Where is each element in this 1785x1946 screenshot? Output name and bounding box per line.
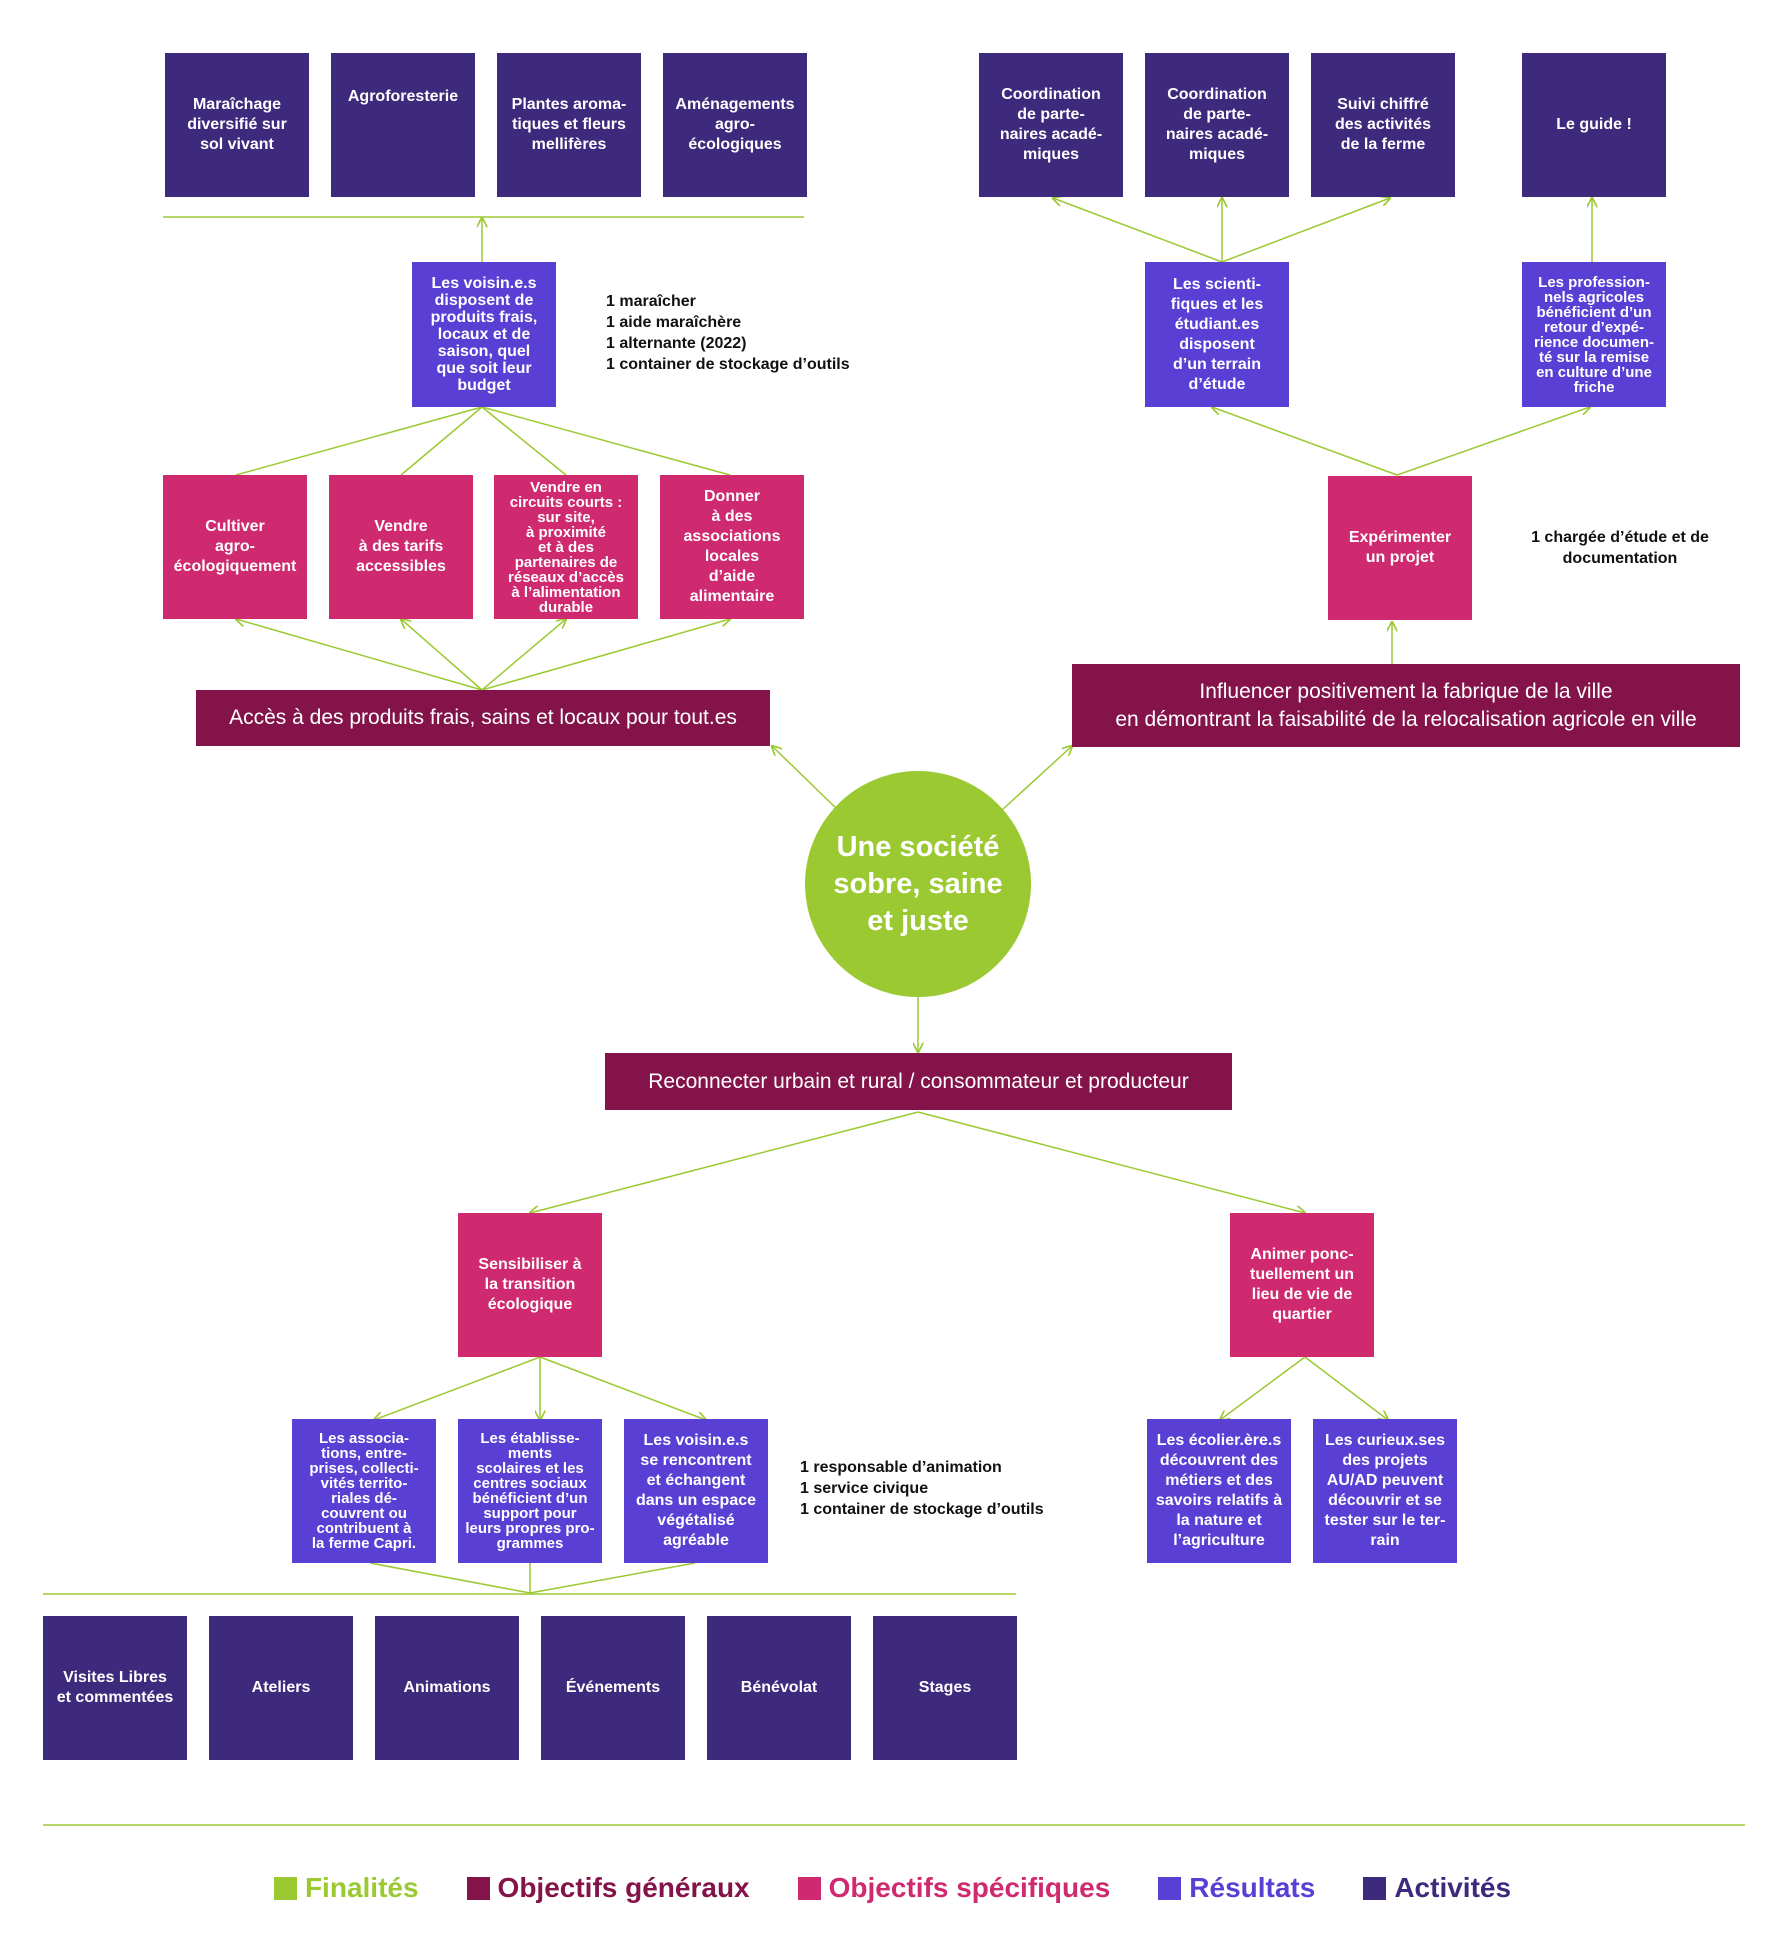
legend-swatch-objectifs-generaux: [466, 1876, 490, 1900]
legend-swatch-resultats: [1158, 1876, 1182, 1900]
activity-benevolat: Bénévolat: [707, 1616, 851, 1760]
specific-vendre-circuits: Vendre en circuits courts : sur site, à …: [494, 475, 638, 619]
activity-suivi-chiffre: Suivi chiffré des activités de la ferme: [1311, 53, 1455, 197]
note-etude-resources: 1 chargée d’étude et de documentation: [1531, 529, 1709, 567]
activity-le-guide: Le guide !: [1522, 53, 1666, 197]
note-animation-resources: 1 responsable d’animation 1 service civi…: [800, 1459, 1044, 1518]
connector-experimenter-professionnels: [1396, 407, 1590, 476]
activity-coordination-2: Coordination de parte- naires acadé- miq…: [1145, 53, 1289, 197]
legend-label-objectifs-specifiques: Objectifs spécifiques: [828, 1872, 1111, 1903]
result-voisins-produits: Les voisin.e.s disposent de produits fra…: [412, 262, 556, 407]
connector-voisins-activities: [529, 1562, 696, 1594]
result-professionnels: Les profession- nels agricoles bénéficie…: [1522, 262, 1666, 407]
activity-ateliers: Ateliers: [209, 1616, 353, 1760]
connector-donner-result: [481, 406, 731, 476]
result-scientifiques: Les scienti- fiques et les étudiant.es d…: [1145, 262, 1289, 407]
specific-cultiver: Cultiver agro- écologiquement: [163, 475, 307, 619]
legend-label-resultats: Résultats: [1189, 1872, 1316, 1903]
legend-item-objectifs-specifiques: Objectifs spécifiques: [797, 1872, 1111, 1904]
specific-animer: Animer ponc- tuellement un lieu de vie d…: [1230, 1213, 1374, 1357]
result-curieux: Les curieux.ses des projets AU/AD peuven…: [1313, 1419, 1457, 1563]
general-acces: Accès à des produits frais, sains et loc…: [196, 690, 770, 746]
connector-vendre-circuits-result: [481, 406, 567, 476]
note-maraichage-resources: 1 maraîcher 1 aide maraîchère 1 alternan…: [606, 293, 850, 373]
legend-item-objectifs-generaux: Objectifs généraux: [466, 1872, 750, 1904]
connector-sensibiliser-associations: [374, 1356, 541, 1420]
connector-finality-acces: [772, 746, 839, 811]
legend-swatch-objectifs-specifiques: [797, 1876, 821, 1900]
legend-swatch-finalites: [273, 1876, 297, 1900]
activity-visites: Visites Libres et commentées: [43, 1616, 187, 1760]
legend: Finalités Objectifs généraux Objectifs s…: [0, 1872, 1785, 1904]
connector-acces-vendre-circuits: [481, 619, 566, 691]
connector-acces-cultiver: [236, 619, 483, 691]
result-voisins-echangent: Les voisin.e.s se rencontrent et échange…: [624, 1419, 768, 1563]
connector-acces-donner: [481, 619, 730, 691]
specific-vendre-tarifs: Vendre à des tarifs accessibles: [329, 475, 473, 619]
connector-associations-activities: [369, 1562, 531, 1594]
connector-animer-ecoliers: [1220, 1356, 1306, 1420]
connector-reconnecter-animer: [917, 1111, 1305, 1213]
legend-label-objectifs-generaux: Objectifs généraux: [497, 1872, 750, 1903]
activity-stages: Stages: [873, 1616, 1017, 1760]
activity-animations: Animations: [375, 1616, 519, 1760]
connector-vendre-tarifs-result: [400, 406, 483, 476]
connector-finality-influencer: [1001, 746, 1072, 811]
legend-swatch-activites: [1363, 1876, 1387, 1900]
connector-reconnecter-sensibiliser: [530, 1111, 919, 1213]
connector-animer-curieux: [1304, 1356, 1388, 1420]
general-reconnecter: Reconnecter urbain et rural / consommate…: [605, 1053, 1232, 1110]
legend-label-activites: Activités: [1394, 1872, 1512, 1903]
legend-item-activites: Activités: [1363, 1872, 1511, 1904]
specific-donner: Donner à des associations locales d’aide…: [660, 475, 804, 619]
activity-plantes-aromatiques: Plantes aroma- tiques et fleurs mellifèr…: [497, 53, 641, 197]
legend-item-resultats: Résultats: [1158, 1872, 1315, 1904]
activity-evenements: Événements: [541, 1616, 685, 1760]
connector-acces-vendre-tarifs: [401, 619, 483, 691]
result-associations: Les associa- tions, entre- prises, colle…: [292, 1419, 436, 1563]
general-influencer: Influencer positivement la fabrique de l…: [1072, 664, 1740, 747]
activity-coordination-1: Coordination de parte- naires acadé- miq…: [979, 53, 1123, 197]
connector-cultiver-result: [235, 406, 483, 476]
finality-circle: Une société sobre, saine et juste: [805, 771, 1031, 997]
specific-sensibiliser: Sensibiliser à la transition écologique: [458, 1213, 602, 1357]
result-ecoliers: Les écolier.ère.s découvrent des métiers…: [1147, 1419, 1291, 1563]
connector-scientifiques-coord1: [1053, 198, 1223, 263]
legend-item-finalites: Finalités: [273, 1872, 419, 1904]
legend-label-finalites: Finalités: [304, 1872, 419, 1903]
result-etablissements: Les établisse- ments scolaires et les ce…: [458, 1419, 602, 1563]
activity-amenagements: Aménagements agro- écologiques: [663, 53, 807, 197]
activity-agroforesterie: Agroforesterie: [331, 53, 475, 197]
connector-scientifiques-suivi: [1221, 198, 1390, 263]
activity-maraichage: Maraîchage diversifié sur sol vivant: [165, 53, 309, 197]
connector-experimenter-scientifiques: [1212, 407, 1398, 476]
specific-experimenter: Expérimenter un projet: [1328, 476, 1472, 620]
connector-sensibiliser-voisins: [539, 1356, 706, 1420]
